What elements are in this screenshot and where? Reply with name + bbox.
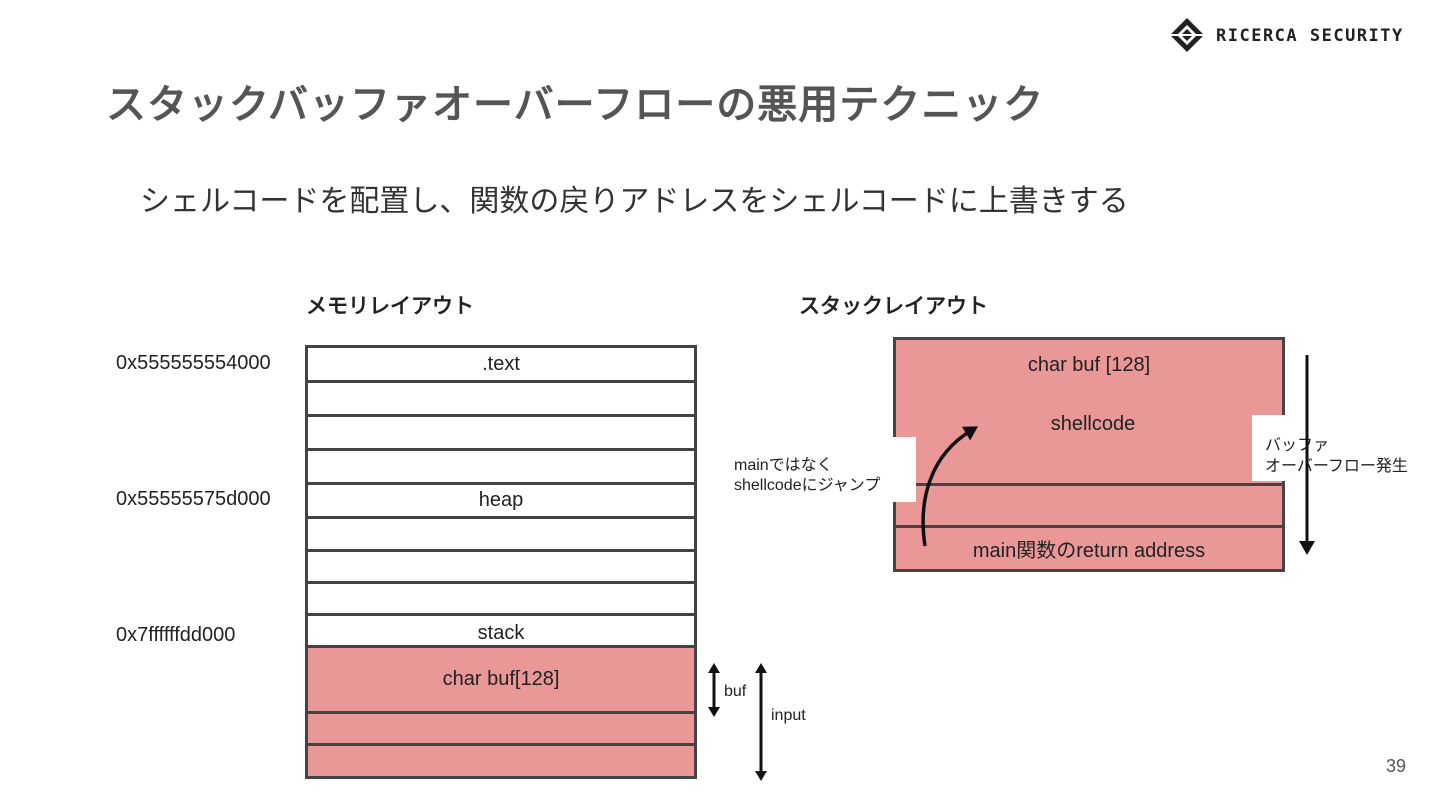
jump-note-line2: shellcodeにジャンプ xyxy=(734,477,881,494)
slide-subtitle: シェルコードを配置し、関数の戻りアドレスをシェルコードに上書きする xyxy=(140,184,1129,219)
overflow-note-line2: オーバーフロー発生 xyxy=(1265,458,1408,475)
page-number: 39 xyxy=(1385,756,1406,776)
slide-title: スタックバッファオーバーフローの悪用テクニック xyxy=(106,82,1045,128)
shellcode-label: shellcode xyxy=(1050,413,1136,435)
overflow-note-line1: バッファ xyxy=(1265,437,1330,454)
memory-cell xyxy=(308,383,694,417)
memory-cell xyxy=(308,519,694,552)
memory-cell-stack: stack xyxy=(308,616,694,648)
stack-buffer-region: char buf [128] shellcode xyxy=(896,340,1282,486)
stack-buf-label: char buf [128] xyxy=(1027,354,1151,376)
stack-layout-box: char buf [128] shellcode main関数のreturn a… xyxy=(893,337,1285,572)
overflow-note-box: バッファ オーバーフロー発生 xyxy=(1252,415,1420,481)
memory-cell xyxy=(308,584,694,616)
jump-note-box: mainではなく shellcodeにジャンプ xyxy=(726,437,916,502)
memory-cell-pink xyxy=(308,714,694,746)
memory-cell-text: .text xyxy=(308,348,694,383)
memory-cell xyxy=(308,552,694,584)
memory-cell-pink xyxy=(308,746,694,779)
memory-cell xyxy=(308,451,694,485)
jump-curved-arrow xyxy=(921,426,979,547)
address-stack: 0x7ffffffdd000 xyxy=(116,624,236,646)
memory-cell-buf: char buf[128] xyxy=(308,648,694,714)
memory-layout-heading: メモリレイアウト xyxy=(306,294,474,318)
logo-text: RICERCA SECURITY xyxy=(1216,26,1404,46)
address-heap: 0x55555575d000 xyxy=(116,488,271,510)
memory-cell xyxy=(308,417,694,451)
memory-cell-heap: heap xyxy=(308,485,694,519)
stack-layout-heading: スタックレイアウト xyxy=(799,294,988,318)
return-address-cell: main関数のreturn address xyxy=(896,528,1282,572)
jump-note-line1: mainではなく xyxy=(734,457,833,474)
buf-label: buf xyxy=(724,683,747,700)
ricerca-logo: RICERCA SECURITY xyxy=(1168,16,1418,54)
diamond-logo-icon xyxy=(1170,18,1204,52)
input-label: input xyxy=(771,707,806,724)
stack-cell xyxy=(896,486,1282,528)
address-text: 0x555555554000 xyxy=(116,352,271,374)
memory-layout-column: .text heap stack char buf[128] xyxy=(305,345,697,779)
